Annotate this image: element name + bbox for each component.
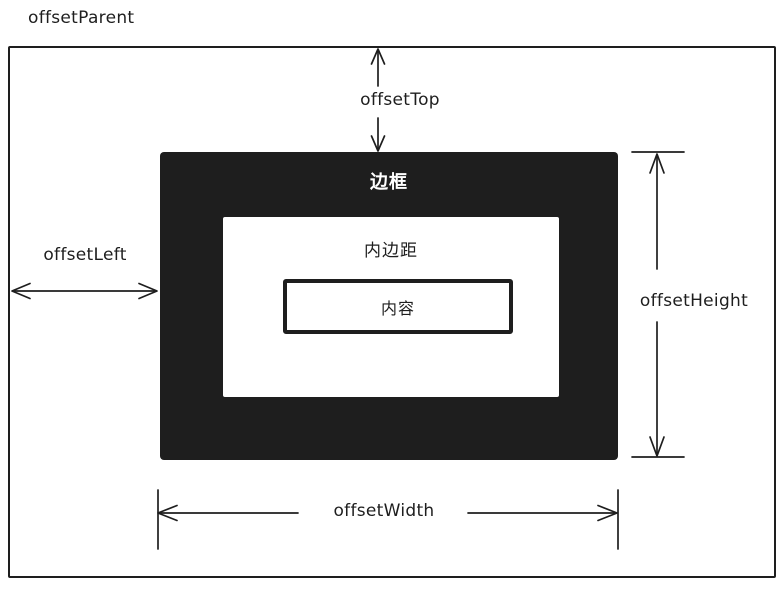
- offset-width-label: offsetWidth: [323, 501, 445, 522]
- content-label: 内容: [380, 298, 415, 318]
- border-box: 边框 内边距 内容: [160, 152, 618, 460]
- padding-box: 内边距 内容: [223, 217, 559, 397]
- offset-left-label: offsetLeft: [30, 245, 140, 266]
- border-label: 边框: [370, 172, 408, 193]
- offset-height-label: offsetHeight: [631, 291, 757, 312]
- offset-top-label: offsetTop: [324, 90, 476, 111]
- offset-parent-label: offsetParent: [28, 8, 135, 29]
- content-box: 内容: [283, 279, 513, 334]
- padding-label: 内边距: [364, 241, 418, 261]
